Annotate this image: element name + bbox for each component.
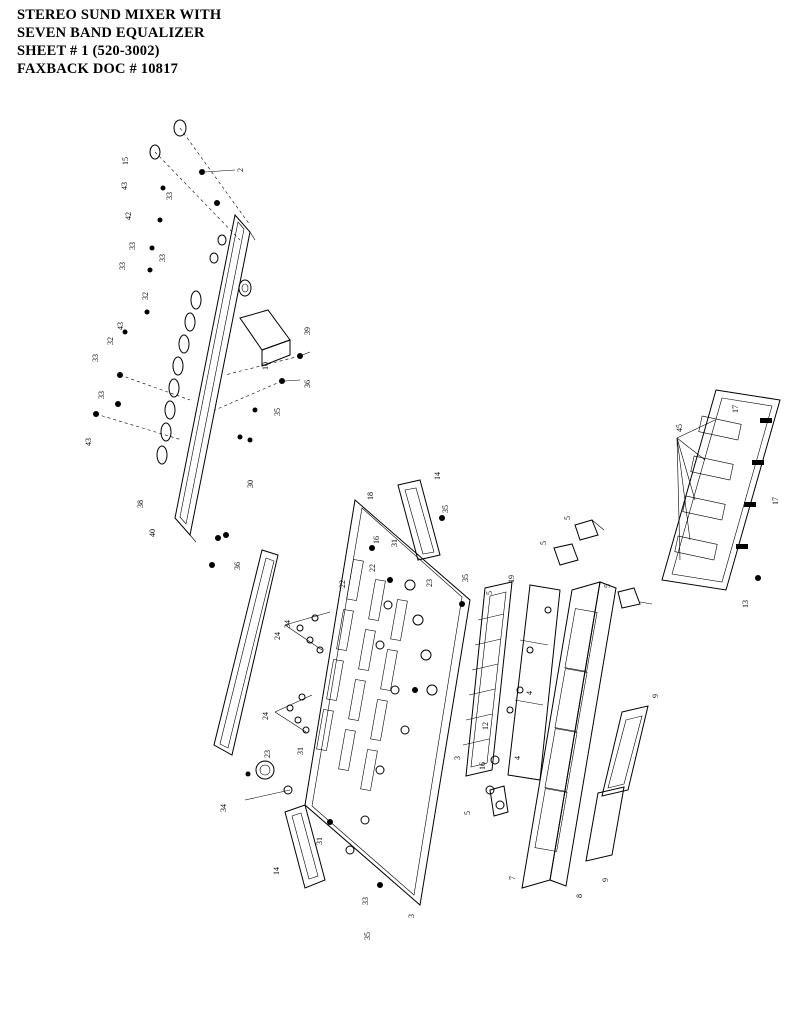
- callout-33: 33: [158, 254, 167, 262]
- main-pcb-assembly: [284, 479, 471, 906]
- callout-18: 18: [366, 492, 375, 500]
- callout-5: 5: [485, 591, 494, 595]
- callout-33: 33: [165, 192, 174, 200]
- callout-14: 14: [433, 472, 442, 480]
- callout-35: 35: [363, 932, 372, 940]
- callout-4: 4: [513, 756, 522, 760]
- callout-24: 24: [273, 632, 282, 640]
- callout-19: 19: [507, 575, 516, 583]
- callout-17: 17: [771, 497, 780, 505]
- callout-36: 36: [233, 562, 242, 570]
- callout-31: 31: [315, 837, 324, 845]
- callout-23: 23: [263, 750, 272, 758]
- callout-5: 5: [463, 811, 472, 815]
- rear-panel-bracket: [238, 279, 291, 367]
- callout-22: 22: [368, 564, 377, 572]
- callout-31: 31: [296, 747, 305, 755]
- callout-35: 35: [461, 574, 470, 582]
- callout-22: 22: [338, 580, 347, 588]
- bottom-plate-grilles: [534, 608, 598, 852]
- callout-33: 33: [118, 262, 127, 270]
- document-header: STEREO SUND MIXER WITH SEVEN BAND EQUALI…: [17, 6, 221, 78]
- callout-45: 45: [675, 424, 684, 432]
- bottom-plate-assembly: [521, 581, 649, 889]
- callout-17: 17: [731, 405, 740, 413]
- callout-5: 5: [563, 516, 572, 520]
- callout-9: 9: [601, 878, 610, 882]
- callout-2: 2: [236, 168, 245, 172]
- callout-40: 40: [148, 529, 157, 537]
- callout-12: 12: [481, 722, 490, 730]
- fader-card-slats: [462, 613, 505, 746]
- header-subtitle: SEVEN BAND EQUALIZER: [17, 25, 205, 41]
- callout-23: 23: [425, 579, 434, 587]
- right-sub-chips: [736, 418, 772, 581]
- header-title: STEREO SUND MIXER WITH: [17, 7, 222, 23]
- callout-36: 36: [303, 380, 312, 388]
- callout-33: 33: [97, 391, 106, 399]
- callout-3: 3: [453, 756, 462, 760]
- callout-32: 32: [106, 337, 115, 345]
- callout-42: 42: [124, 212, 133, 220]
- rear-panel-jacks: [156, 234, 227, 465]
- callout-13: 13: [741, 600, 750, 608]
- rear-panel-assembly: [93, 119, 311, 568]
- callout-35: 35: [273, 408, 282, 416]
- header-faxback-doc: FAXBACK DOC # 10817: [17, 61, 179, 77]
- callout-16: 16: [372, 536, 381, 544]
- callout-35: 35: [441, 505, 450, 513]
- callout-34: 34: [283, 620, 292, 628]
- callout-43: 43: [84, 438, 93, 446]
- rear-panel-leader-lines: [95, 127, 311, 441]
- right-sub-leaders: [676, 419, 716, 561]
- callout-7: 7: [508, 876, 517, 880]
- knob-cluster-lower: [274, 693, 313, 734]
- callout-3: 3: [407, 914, 416, 918]
- callout-39: 39: [303, 327, 312, 335]
- pcb-knobs: [327, 515, 465, 888]
- header-sheet-number: SHEET # 1 (520-3002): [17, 43, 160, 59]
- callout-33: 33: [128, 242, 137, 250]
- callout-33: 33: [91, 354, 100, 362]
- callout-5: 5: [603, 584, 612, 588]
- callout-33: 33: [361, 897, 370, 905]
- callout-14: 14: [272, 867, 281, 875]
- callout-24: 24: [261, 712, 270, 720]
- fader-cards-assembly: [462, 581, 561, 810]
- callout-15: 15: [121, 157, 130, 165]
- knob-cluster-upper: [284, 611, 331, 654]
- right-sub-assembly: [661, 389, 781, 591]
- callout-31: 31: [390, 539, 399, 547]
- callout-5: 5: [539, 541, 548, 545]
- callout-16: 16: [478, 762, 487, 770]
- callout-10: 10: [261, 362, 270, 370]
- fader-knobs-small: [485, 606, 552, 810]
- callout-32: 32: [141, 292, 150, 300]
- side-bracket-left: [284, 804, 326, 889]
- callout-43: 43: [120, 182, 129, 190]
- callout-labels: 15 2 43 33 42 33 33 33 32 43 32 33 33 43…: [84, 157, 780, 940]
- callout-43: 43: [116, 322, 125, 330]
- right-sub-slots: [674, 415, 742, 561]
- small-modules: [489, 519, 653, 817]
- front-bar-assembly: [213, 549, 331, 801]
- callout-4: 4: [525, 691, 534, 695]
- callout-30: 30: [246, 480, 255, 488]
- pcb-fader-slots: [316, 559, 408, 791]
- rotary-control: [245, 760, 293, 795]
- callout-38: 38: [136, 500, 145, 508]
- side-bracket-right: [397, 479, 441, 561]
- callout-9: 9: [651, 694, 660, 698]
- callout-8: 8: [575, 894, 584, 898]
- callout-34: 34: [219, 804, 228, 812]
